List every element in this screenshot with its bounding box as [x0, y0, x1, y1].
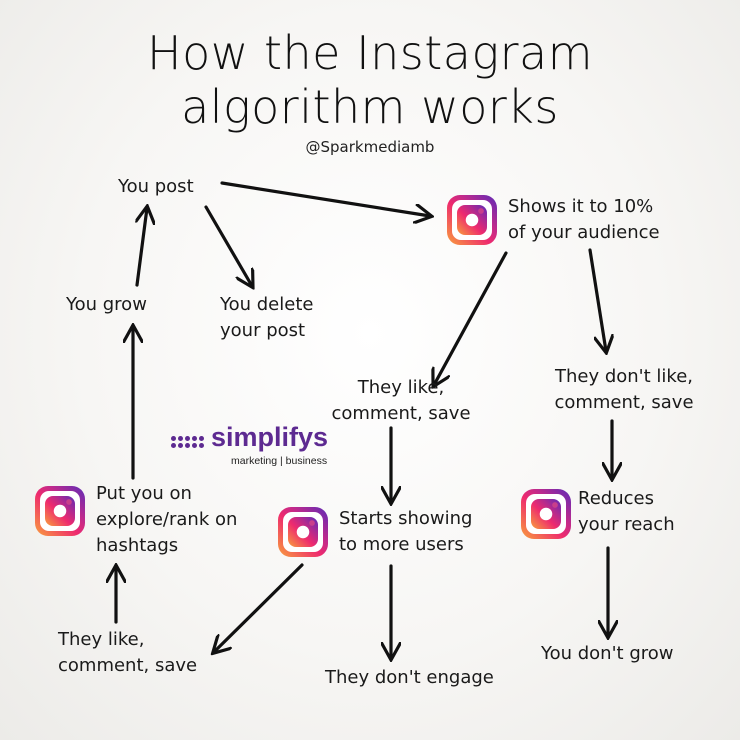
node-they-like: They like, comment, save	[331, 377, 471, 424]
title-line-2: algorithm works	[181, 80, 559, 134]
instagram-icon	[35, 486, 85, 536]
instagram-icon	[447, 195, 497, 245]
node-they-dont-like: They don't like, comment, save	[554, 366, 694, 413]
arrow-post-to-delete	[204, 205, 252, 286]
arrow-post-to-shows	[220, 181, 430, 216]
node-you-delete: You delete your post	[220, 294, 314, 341]
node-reduces-reach: Reduces your reach	[578, 488, 675, 535]
node-shows-audience: Shows it to 10% of your audience	[508, 196, 660, 243]
node-explore-rank: Put you on explore/rank on hashtags	[96, 483, 238, 556]
node-they-like-2: They like, comment, save	[58, 629, 198, 676]
node-you-grow: You grow	[66, 294, 147, 315]
instagram-icon	[521, 489, 571, 539]
node-you-post: You post	[118, 176, 194, 197]
arrow-shows-to-dislike	[588, 248, 606, 351]
node-starts-showing: Starts showing to more users	[339, 508, 473, 555]
instagram-icon	[278, 507, 328, 557]
logo-tagline: marketing | business	[231, 455, 328, 467]
arrow-shows-to-like	[434, 251, 508, 385]
arrow-grow-to-post	[137, 208, 147, 287]
logo-wordmark: simplifys	[211, 422, 329, 452]
node-you-dont-grow: You don't grow	[541, 643, 674, 664]
author-handle: @Sparkmediamb	[305, 138, 435, 156]
node-they-dont-engage: They don't engage	[325, 667, 494, 688]
arrow-starts-to-like2	[214, 563, 304, 652]
title-line-1: How the Instagram	[146, 26, 594, 80]
